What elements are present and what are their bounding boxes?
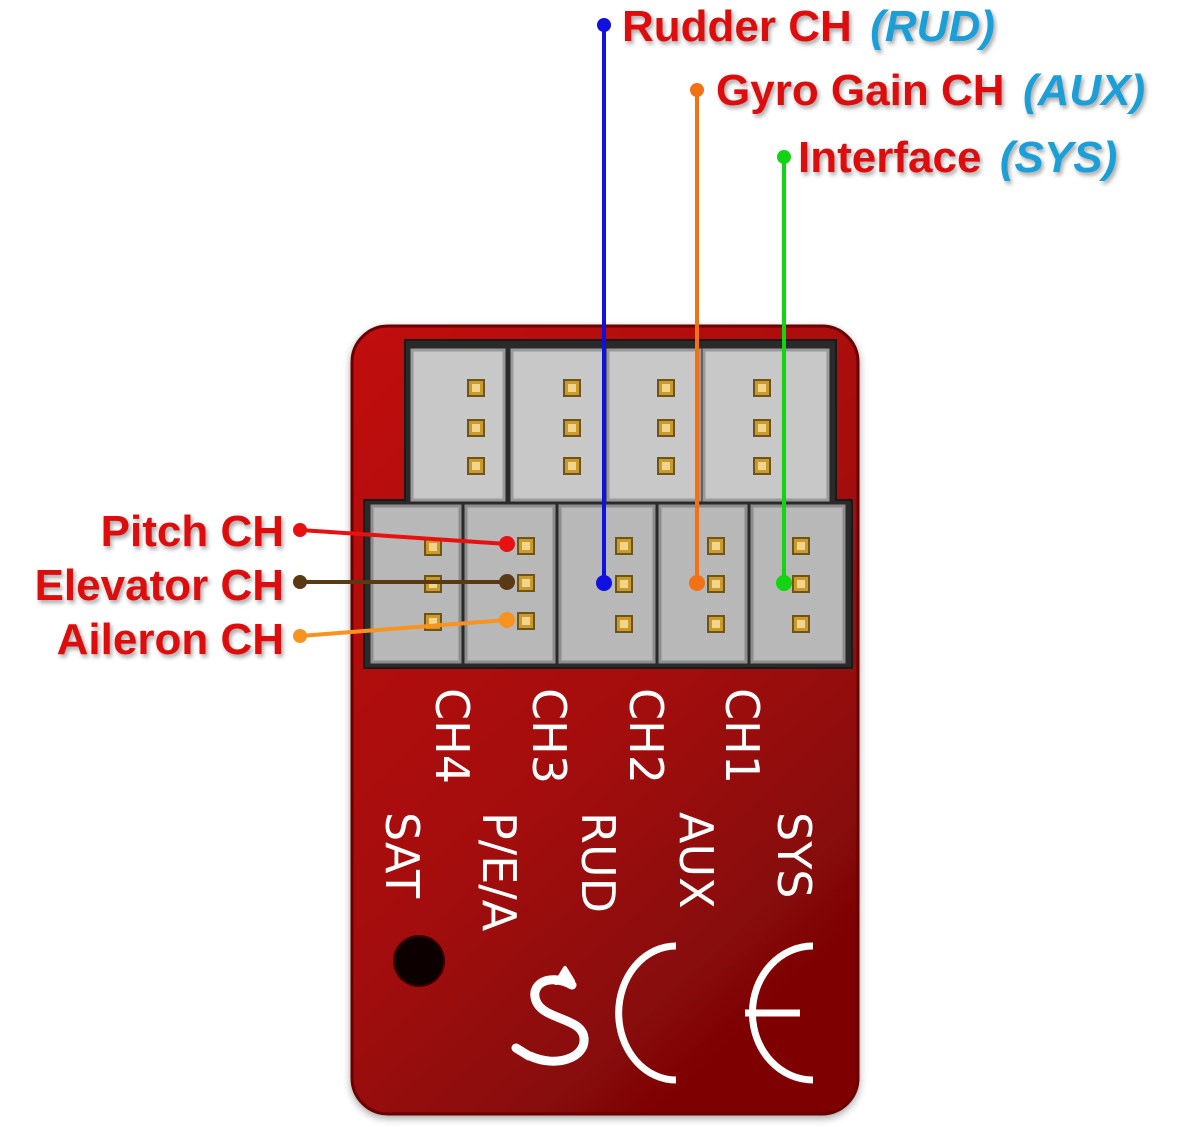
receiver-board: CH4 CH3 CH2 CH1 SAT P/E/A RUD AUX SYS: [350, 324, 860, 1116]
upper-connector: [410, 348, 506, 502]
pin-contact: [429, 618, 437, 626]
label-rud: RUD: [571, 812, 625, 913]
connector-pins: [424, 379, 810, 633]
pin-contact: [620, 542, 628, 550]
pin-contact: [472, 462, 480, 470]
pin-contact: [797, 542, 805, 550]
rudder-dot-bottom: [596, 575, 612, 591]
aileron-wire: [299, 618, 508, 638]
interface-label: Interface: [798, 133, 981, 182]
gyro-dot-bottom: [689, 575, 705, 591]
elevator-label: Elevator CH: [35, 561, 284, 610]
pitch-dot-right: [499, 536, 515, 552]
pin-contact: [758, 462, 766, 470]
pitch-dot-left: [293, 523, 307, 537]
pin-contact: [712, 580, 720, 588]
channel-labels: CH4 CH3 CH2 CH1: [425, 688, 769, 784]
label-ch1: CH1: [715, 688, 769, 784]
rudder-tag: (RUD): [870, 2, 995, 51]
aileron-dot-right: [499, 612, 515, 628]
pin-contact: [568, 384, 576, 392]
aileron-dot-left: [293, 629, 307, 643]
interface-dot-top: [777, 150, 791, 164]
led-dot: [393, 935, 445, 987]
pin-contact: [797, 620, 805, 628]
snake-s-logo-icon: [511, 966, 589, 1066]
label-sys: SYS: [767, 812, 821, 899]
gyro-tag: (AUX): [1023, 66, 1145, 115]
pitch-wire: [299, 528, 508, 546]
gyro-dot-top: [690, 83, 704, 97]
pin-contact: [620, 620, 628, 628]
leader-lines: [299, 25, 786, 638]
interface-tag: (SYS): [1000, 133, 1117, 182]
pin-contact: [662, 462, 670, 470]
label-aux: AUX: [669, 812, 723, 909]
gyro-label: Gyro Gain CH: [716, 66, 1005, 115]
ce-mark-icon: [615, 942, 814, 1084]
upper-connector: [606, 348, 702, 502]
aileron-label: Aileron CH: [57, 615, 284, 664]
port-labels: SAT P/E/A RUD AUX SYS: [375, 812, 821, 932]
pin-contact: [712, 542, 720, 550]
pin-contact: [522, 617, 530, 625]
pin-contact: [472, 424, 480, 432]
label-ch2: CH2: [619, 688, 673, 784]
gyro-callout: Gyro Gain CH (AUX): [716, 66, 1145, 115]
pin-contact: [522, 542, 530, 550]
rudder-dot-top: [597, 18, 611, 32]
label-ch4: CH4: [425, 688, 479, 784]
label-sat: SAT: [375, 812, 429, 899]
pin-contact: [758, 424, 766, 432]
pin-contact: [662, 424, 670, 432]
pin-contact: [568, 424, 576, 432]
pin-contact: [522, 579, 530, 587]
pin-contact: [797, 580, 805, 588]
pin-contact: [758, 384, 766, 392]
pin-contact: [429, 543, 437, 551]
rudder-callout: Rudder CH (RUD): [622, 2, 995, 51]
label-ch3: CH3: [522, 688, 576, 784]
leader-endpoints: [293, 18, 792, 643]
pin-contact: [620, 580, 628, 588]
label-pea: P/E/A: [472, 812, 526, 932]
interface-callout: Interface (SYS): [798, 133, 1117, 182]
pin-contact: [662, 384, 670, 392]
rudder-label: Rudder CH: [622, 2, 852, 51]
pin-contact: [472, 384, 480, 392]
upper-connector: [510, 348, 606, 502]
elevator-dot-right: [499, 574, 515, 590]
pin-contact: [712, 620, 720, 628]
pin-contact: [568, 462, 576, 470]
pitch-label: Pitch CH: [101, 507, 284, 556]
elevator-dot-left: [293, 575, 307, 589]
interface-dot-bottom: [776, 575, 792, 591]
